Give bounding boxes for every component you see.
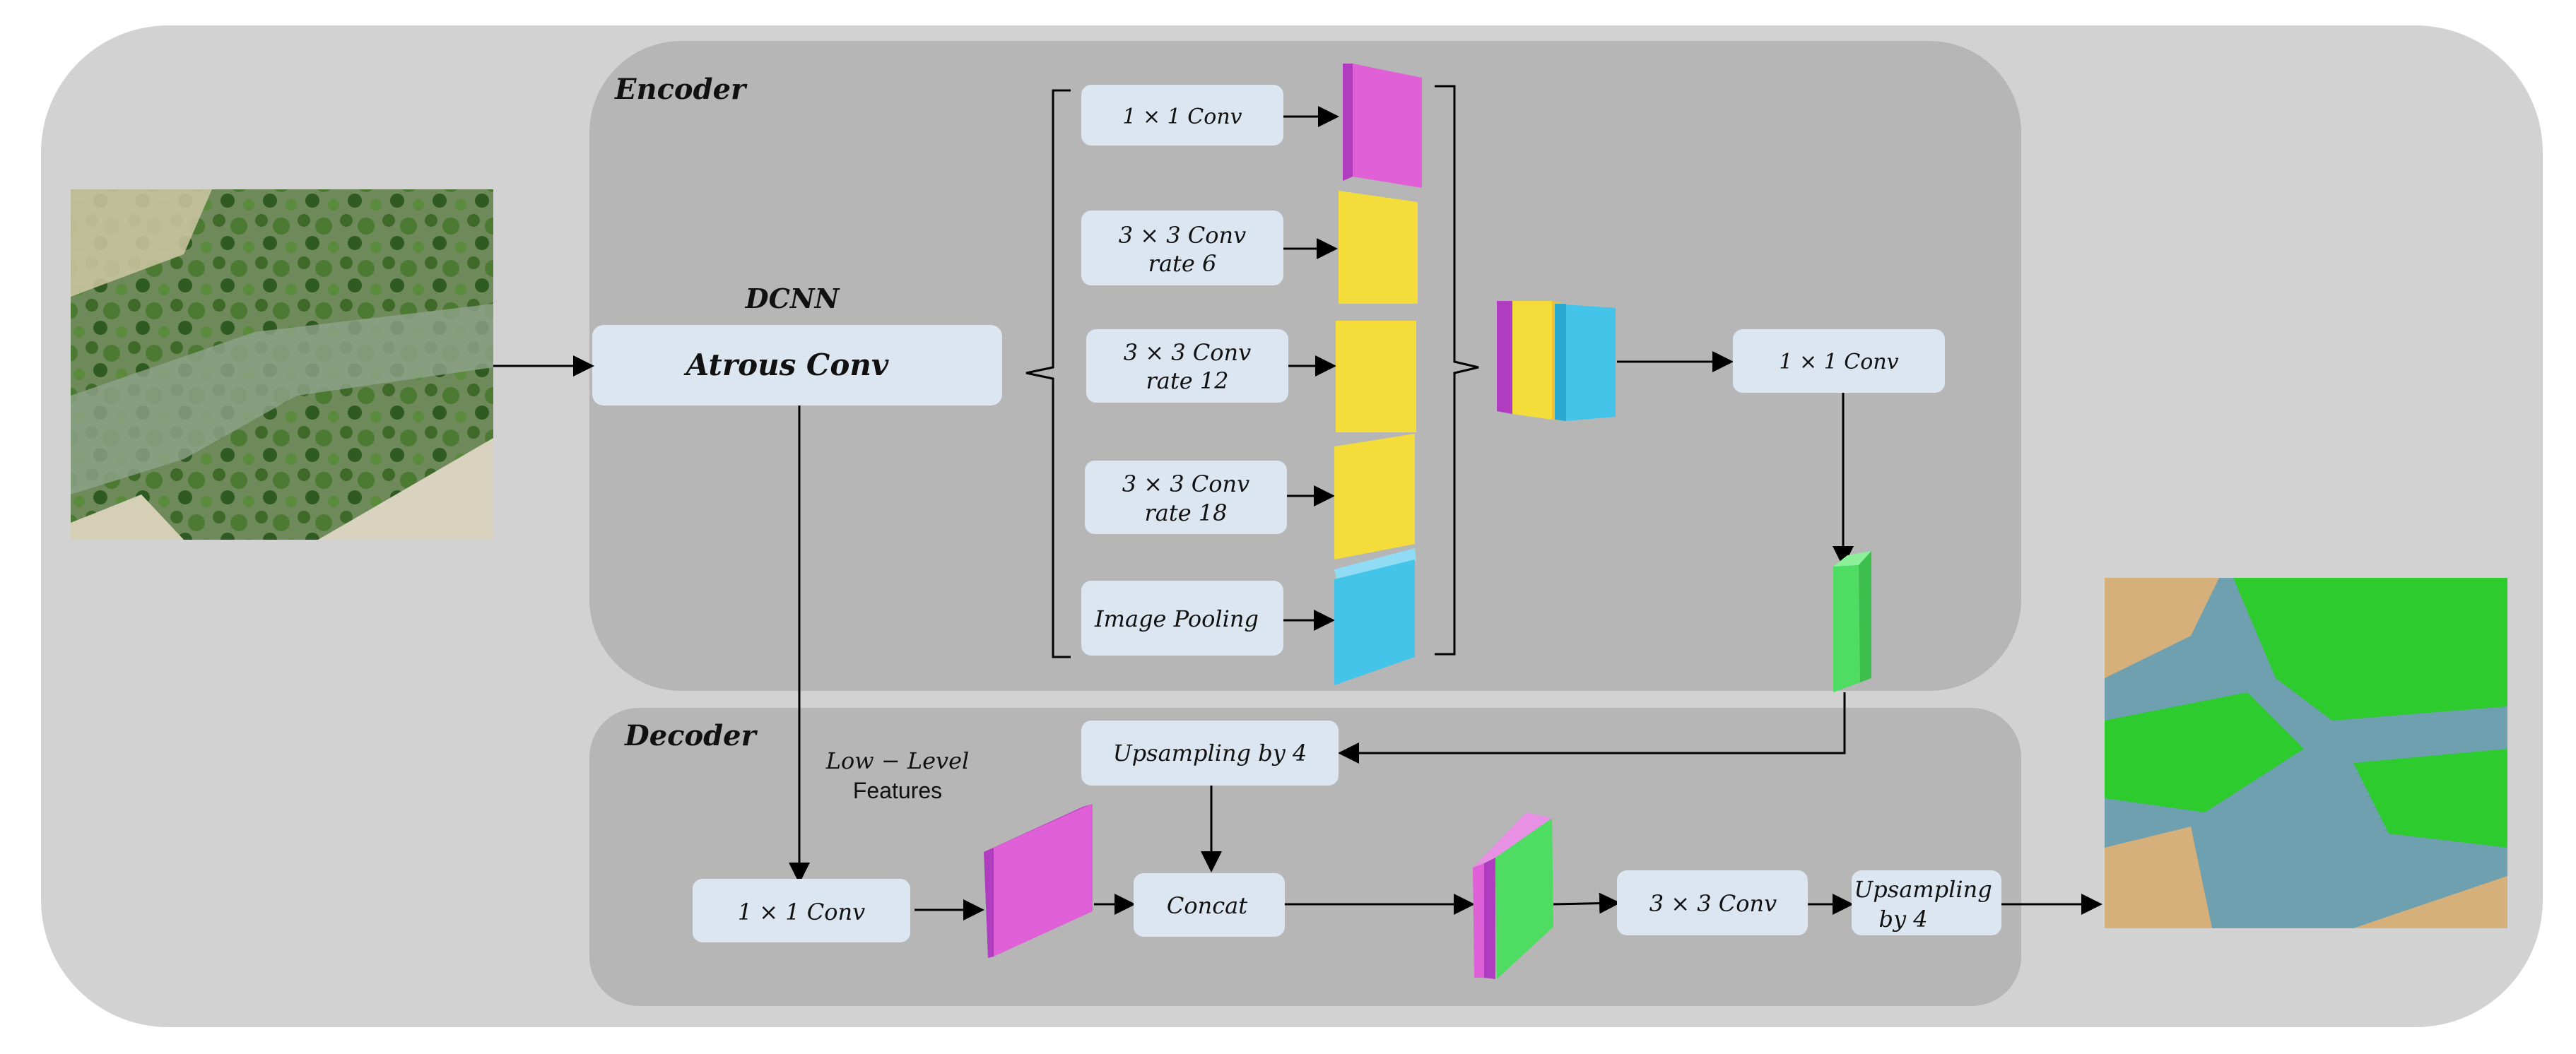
decoder-conv1x1-box — [693, 879, 910, 942]
conv3x3-rate6-box — [1081, 211, 1283, 285]
low-level-label-line2: Features — [853, 778, 942, 803]
output-image — [2105, 578, 2507, 928]
conv3x3-rate12-line2: rate 12 — [1146, 367, 1228, 394]
image-pooling-box — [1081, 581, 1283, 656]
conv1x1-branch-box — [1081, 85, 1283, 146]
conv3x3-rate12-line1: 3 × 3 Conv — [1124, 339, 1251, 366]
conv1x1-branch-label: 1 × 1 Conv — [1122, 105, 1242, 129]
atrous-conv-box — [592, 325, 1002, 405]
feature-block-cyan-1 — [1334, 548, 1416, 685]
encoder-title: Encoder — [614, 73, 748, 106]
conv3x3-rate6-line2: rate 6 — [1148, 250, 1217, 277]
feature-block-yellow-1 — [1339, 191, 1418, 304]
upsampling-top-label: Upsampling by 4 — [1113, 740, 1307, 766]
upsampling-final-box — [1852, 870, 2001, 935]
decoder-conv3x3-box — [1617, 870, 1808, 935]
right-brace — [1435, 85, 1479, 656]
concat-label: Concat — [1167, 892, 1247, 919]
conv3x3-rate12-box — [1086, 329, 1288, 403]
left-brace — [1025, 89, 1071, 658]
dcnn-label: DCNN — [745, 283, 840, 314]
encoder-output-block — [1833, 551, 1871, 692]
post-concat-conv-label: 1 × 1 Conv — [1779, 350, 1898, 374]
feature-block-yellow-2 — [1336, 321, 1416, 432]
conv3x3-rate18-box — [1085, 461, 1287, 534]
atrous-conv-label: Atrous Conv — [683, 348, 889, 382]
post-concat-conv-box — [1733, 329, 1945, 393]
low-level-label-line1: Low − Level — [825, 747, 970, 774]
feature-block-magenta-1 — [1343, 64, 1422, 188]
conv3x3-rate18-line1: 3 × 3 Conv — [1122, 470, 1249, 497]
concat-box — [1134, 873, 1285, 937]
upsampling-final-line1: Upsampling — [1854, 876, 1992, 903]
encoder-to-upsampling-path — [1338, 692, 1846, 764]
conv3x3-rate18-line2: rate 18 — [1144, 499, 1227, 526]
upsampling-top-box — [1081, 721, 1339, 786]
conv3x3-rate6-line1: 3 × 3 Conv — [1119, 222, 1246, 249]
feature-block-yellow-3 — [1334, 434, 1415, 559]
image-pooling-label: Image Pooling — [1094, 605, 1259, 632]
green-to-conv3x3-arrow — [1553, 892, 1621, 914]
upsampling-final-line2: by 4 — [1878, 906, 1927, 932]
input-image — [71, 189, 493, 540]
decoder-concat-feature-block — [1473, 812, 1553, 979]
decoder-feature-block-magenta — [984, 804, 1093, 958]
decoder-conv1x1-label: 1 × 1 Conv — [738, 899, 865, 925]
concat-feature-stack — [1497, 301, 1616, 421]
decoder-conv3x3-label: 3 × 3 Conv — [1649, 890, 1777, 917]
decoder-title: Decoder — [624, 719, 758, 752]
